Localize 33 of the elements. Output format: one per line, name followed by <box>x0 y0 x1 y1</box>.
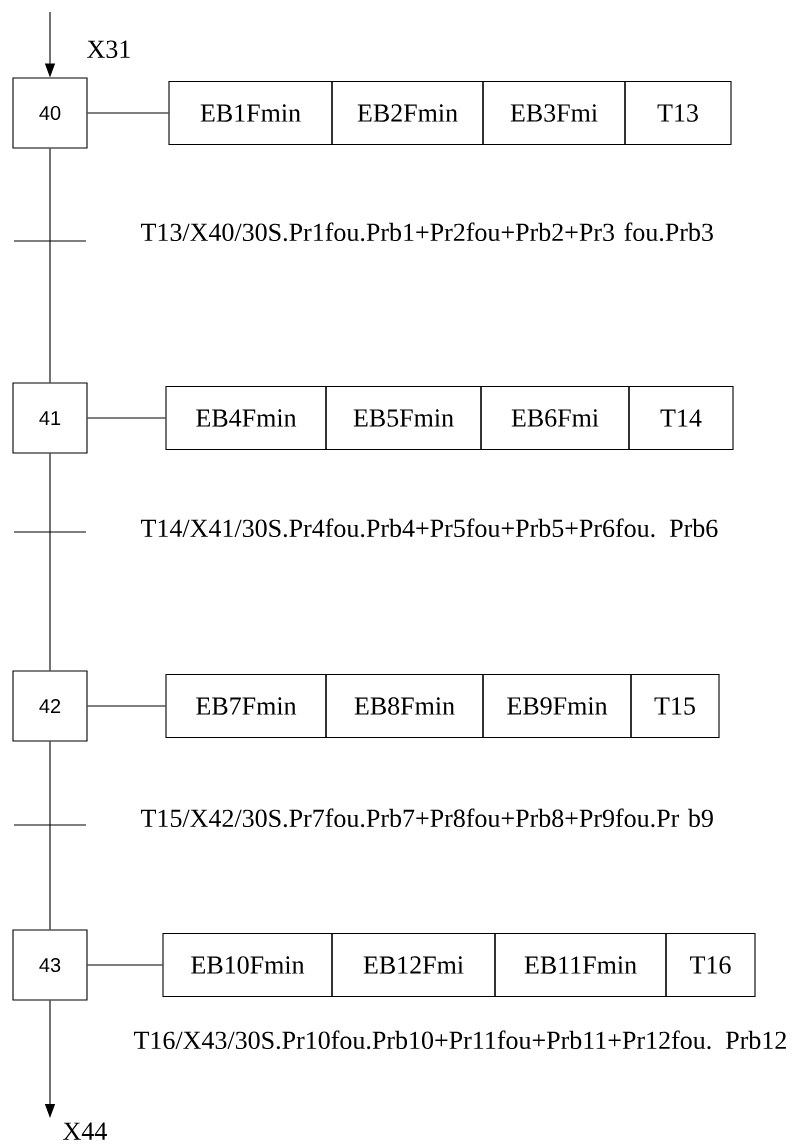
transition-condition: T13/X40/30S.Pr1fou.Prb1+Pr2fou+Prb2+Pr3 fou.Prb3 <box>141 222 713 242</box>
connector-line <box>87 964 163 966</box>
action-cell: EB3Fmi <box>482 80 626 146</box>
action-cell: EB5Fmin <box>325 385 482 451</box>
step-box: 42 <box>12 670 88 742</box>
action-cell: EB2Fmin <box>331 80 484 146</box>
step-box: 40 <box>12 77 88 149</box>
step-box: 43 <box>12 929 88 1001</box>
action-cell: EB8Fmin <box>325 673 484 739</box>
connector-line <box>87 112 169 114</box>
transition-condition: T16/X43/30S.Pr10fou.Prb10+Pr11fou+Prb11+Pr12fou. Prb12 <box>134 1030 786 1050</box>
action-cell: EB9Fmin <box>482 673 632 739</box>
link-line <box>49 148 51 383</box>
action-cell: T13 <box>624 80 732 146</box>
action-cell: EB1Fmin <box>168 80 333 146</box>
transition-condition: T15/X42/30S.Pr7fou.Prb7+Pr8fou+Prb8+Pr9fou.Pr b9 <box>141 808 713 828</box>
action-cell: EB12Fmi <box>331 932 496 998</box>
action-cell: EB6Fmi <box>480 385 630 451</box>
action-cell: EB11Fmin <box>494 932 667 998</box>
link-line <box>49 453 51 671</box>
connector-line <box>87 417 166 419</box>
connector-line <box>87 705 166 707</box>
variable-label: X31 <box>87 40 130 58</box>
action-cell: T14 <box>628 385 734 451</box>
action-cell: T15 <box>630 673 720 739</box>
variable-label: X44 <box>63 1122 107 1140</box>
step-box: 41 <box>12 382 88 454</box>
action-cell: EB4Fmin <box>165 385 327 451</box>
action-cell: EB7Fmin <box>165 673 327 739</box>
transition-condition: T14/X41/30S.Pr4fou.Prb4+Pr5fou+Prb5+Pr6fou. Prb6 <box>141 518 718 538</box>
action-cell: EB10Fmin <box>162 932 333 998</box>
link-line <box>49 741 51 930</box>
action-cell: T16 <box>665 932 756 998</box>
